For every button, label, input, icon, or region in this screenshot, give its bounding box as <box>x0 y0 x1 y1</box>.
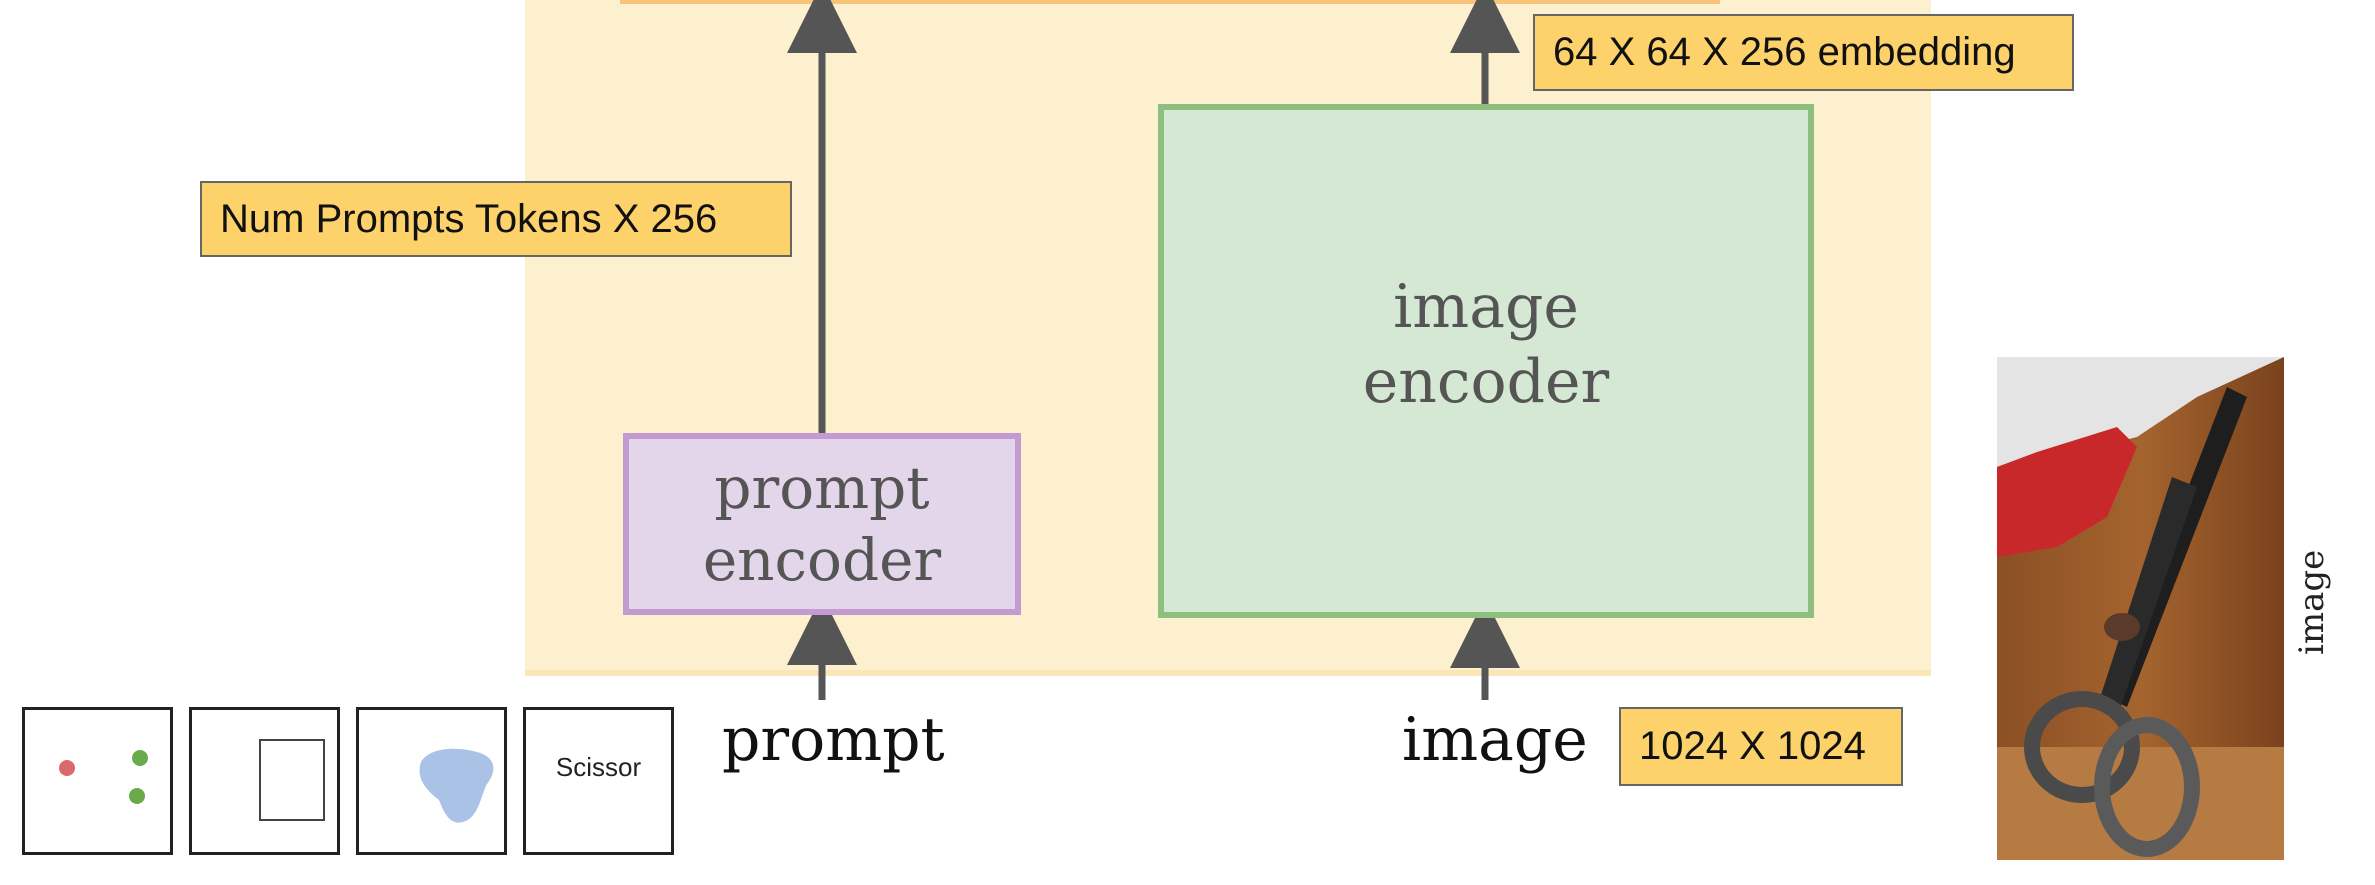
top-strip <box>620 0 1720 4</box>
prompt-encoder-line1: prompt <box>714 453 930 522</box>
image-encoder-box: image encoder <box>1158 104 1814 618</box>
prompt-encoder-box: prompt encoder <box>623 433 1021 615</box>
mask-icon <box>419 748 494 823</box>
image-encoder-line2: encoder <box>1362 347 1610 417</box>
scissors-photo <box>1997 357 2284 860</box>
points-icon <box>59 750 148 804</box>
text-prompt-thumb: Scissor <box>523 707 674 855</box>
prompt-input-label: prompt <box>722 705 945 775</box>
image-encoder-line1: image <box>1393 272 1579 342</box>
embedding-tag: 64 X 64 X 256 embedding <box>1533 14 2074 91</box>
box-icon <box>259 739 325 821</box>
prompt-encoder-line2: encoder <box>702 526 942 594</box>
box-prompt-thumb <box>189 707 340 855</box>
scissors-image-icon <box>1997 357 2284 860</box>
resolution-tag: 1024 X 1024 <box>1619 707 1903 786</box>
image-input-label: image <box>1402 705 1588 775</box>
tokens-tag: Num Prompts Tokens X 256 <box>200 181 792 257</box>
photo-label: image <box>2292 549 2332 655</box>
mask-prompt-thumb <box>356 707 507 855</box>
points-prompt-thumb <box>22 707 173 855</box>
text-prompt-label: Scissor <box>555 752 642 782</box>
